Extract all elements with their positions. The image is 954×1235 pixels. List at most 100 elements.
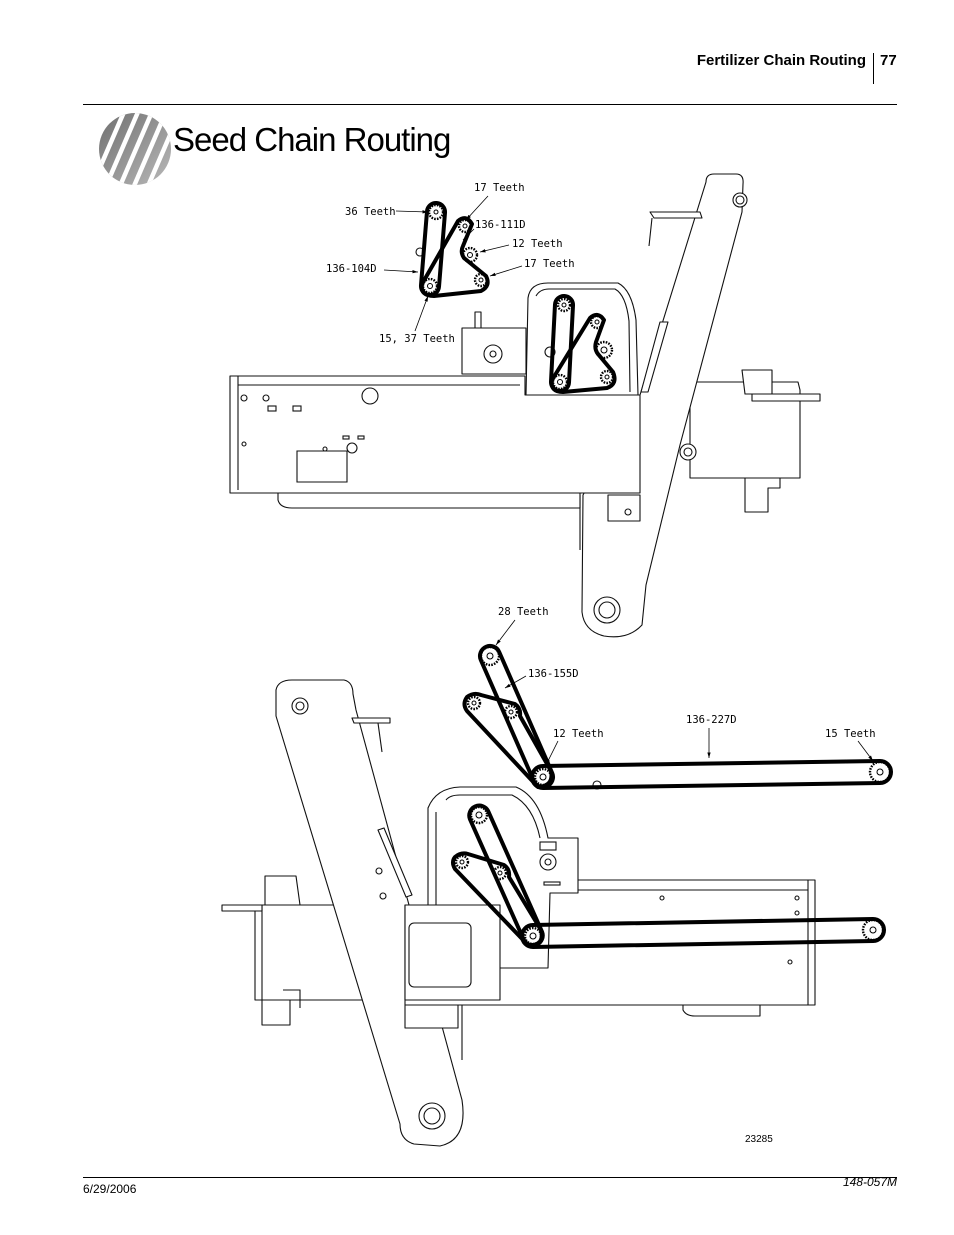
top-leader-lines (383, 195, 523, 332)
leader-17-teeth-lower (489, 265, 523, 277)
bolt-hole (794, 895, 800, 901)
top-chain-housing (525, 282, 639, 396)
drive-box-outline (404, 904, 501, 1001)
arm-pivot-hole (593, 596, 621, 624)
bolt-hole (375, 867, 383, 875)
arm-flag-bracket (351, 717, 391, 724)
top-assembly: 17 Teeth 36 Teeth 136-111D 12 Teeth 136-… (229, 173, 821, 638)
callout-12-teeth: 12 Teeth (553, 728, 604, 740)
callout-17-teeth-lower: 17 Teeth (524, 258, 575, 270)
housing-inner-line (535, 288, 631, 393)
drive-box-face (408, 922, 472, 988)
callout-12-teeth: 12 Teeth (512, 238, 563, 250)
bottom-callouts: 28 Teeth 136-155D 136-227D 12 Teeth 15 T… (498, 606, 876, 740)
housing-pin-inner (544, 858, 552, 866)
chain-136-155d-secondary (462, 691, 554, 789)
footer-date: 6/29/2006 (83, 1182, 137, 1196)
chain-136-227d (530, 758, 893, 791)
arm-thin-rod (640, 321, 669, 393)
arm-pivot-hole (418, 1102, 446, 1130)
top-pivot-arm (579, 173, 748, 638)
bolt-hole (322, 446, 328, 452)
tube-bottom-bracket (261, 999, 291, 1026)
tube-outline (689, 381, 801, 479)
tube-bracket-edge (283, 989, 301, 1008)
callout-15-teeth: 15 Teeth (825, 728, 876, 740)
bolt-hole (262, 394, 270, 402)
bottom-assembly: 28 Teeth 136-155D 136-227D 12 Teeth 15 T… (221, 606, 893, 1147)
bracket-hole (483, 344, 503, 364)
sprocket-housing-upper (556, 297, 572, 313)
bolt-hole (240, 394, 248, 402)
chain-lower-long (520, 916, 886, 950)
sprocket-housing-left (454, 854, 470, 870)
frame-slot (267, 405, 277, 412)
callout-136-227d: 136-227D (686, 714, 737, 726)
arm-top-hole (732, 192, 748, 208)
chain-housing-secondary (549, 313, 617, 394)
arm-pivot-hole-inner (598, 601, 616, 619)
callout-36-teeth: 36 Teeth (345, 206, 396, 218)
arm-top-hole-inner (735, 195, 745, 205)
tube-flat-bar (751, 393, 821, 402)
callout-136-155d: 136-155D (528, 668, 579, 680)
arm-mid-hole-inner (683, 447, 693, 457)
footer-rule (83, 1177, 897, 1178)
bolt-hole (241, 441, 247, 447)
plate-bolt-hole (624, 508, 632, 516)
leader-12-teeth (545, 740, 559, 766)
bolt-hole (379, 892, 387, 900)
arm-thin-rod (377, 827, 413, 898)
leader-12-teeth (479, 244, 510, 253)
housing-slot (543, 881, 561, 886)
leader-136-155d (504, 675, 527, 689)
frame-hole (361, 387, 379, 405)
bottom-drive-box (404, 904, 501, 1060)
top-center-bracket (415, 247, 556, 375)
arm-top-hole (291, 697, 309, 715)
header-rule (83, 104, 897, 105)
leader-15-37-teeth (414, 295, 429, 332)
callout-15-37-teeth: 15, 37 Teeth (379, 333, 455, 345)
page-number: 77 (880, 52, 897, 69)
bolt-hole (787, 959, 793, 965)
arm-bracket-leg (648, 217, 653, 247)
header-divider (873, 53, 874, 84)
sprocket-36-teeth (427, 203, 445, 221)
bracket-post (474, 311, 482, 329)
frame-hole (346, 442, 358, 454)
top-right-tube (689, 369, 821, 513)
bracket-hole-inner (489, 350, 497, 358)
sprocket-15-37-teeth (421, 277, 439, 295)
leader-15-teeth (857, 740, 874, 762)
leader-36-teeth (395, 210, 429, 214)
bottom-leader-lines (495, 619, 874, 766)
top-frame-body (229, 375, 641, 509)
page-title: Seed Chain Routing (173, 121, 451, 158)
callout-28-teeth: 28 Teeth (498, 606, 549, 618)
frame-outline (229, 375, 641, 494)
figure-number: 23285 (745, 1134, 773, 1145)
running-header-title: Fertilizer Chain Routing (696, 52, 866, 69)
tube-top-bracket (741, 369, 773, 395)
brand-logo-icon (99, 113, 171, 185)
housing-outline (525, 282, 639, 396)
arm-top-hole-inner (295, 701, 305, 711)
leader-136-111d (462, 228, 475, 241)
housing-pin-block (539, 841, 557, 851)
callout-136-104d: 136-104D (326, 263, 377, 275)
arm-pivot-hole-inner (423, 1107, 441, 1125)
bottom-pivot-arm (275, 679, 464, 1147)
tube-flat-bar (221, 904, 263, 912)
arm-lower-plate (607, 494, 641, 522)
sprocket-upper-left (466, 695, 482, 711)
frame-slot (342, 435, 350, 440)
chain-housing-secondary (451, 851, 544, 948)
frame-bottom-strip (277, 492, 581, 509)
sprocket-housing-lower (551, 373, 569, 391)
arm-outline (275, 679, 464, 1147)
bottom-chains (451, 644, 893, 950)
frame-slot (292, 405, 302, 412)
arm-bracket-leg (377, 722, 383, 753)
leader-136-104d (383, 269, 419, 274)
